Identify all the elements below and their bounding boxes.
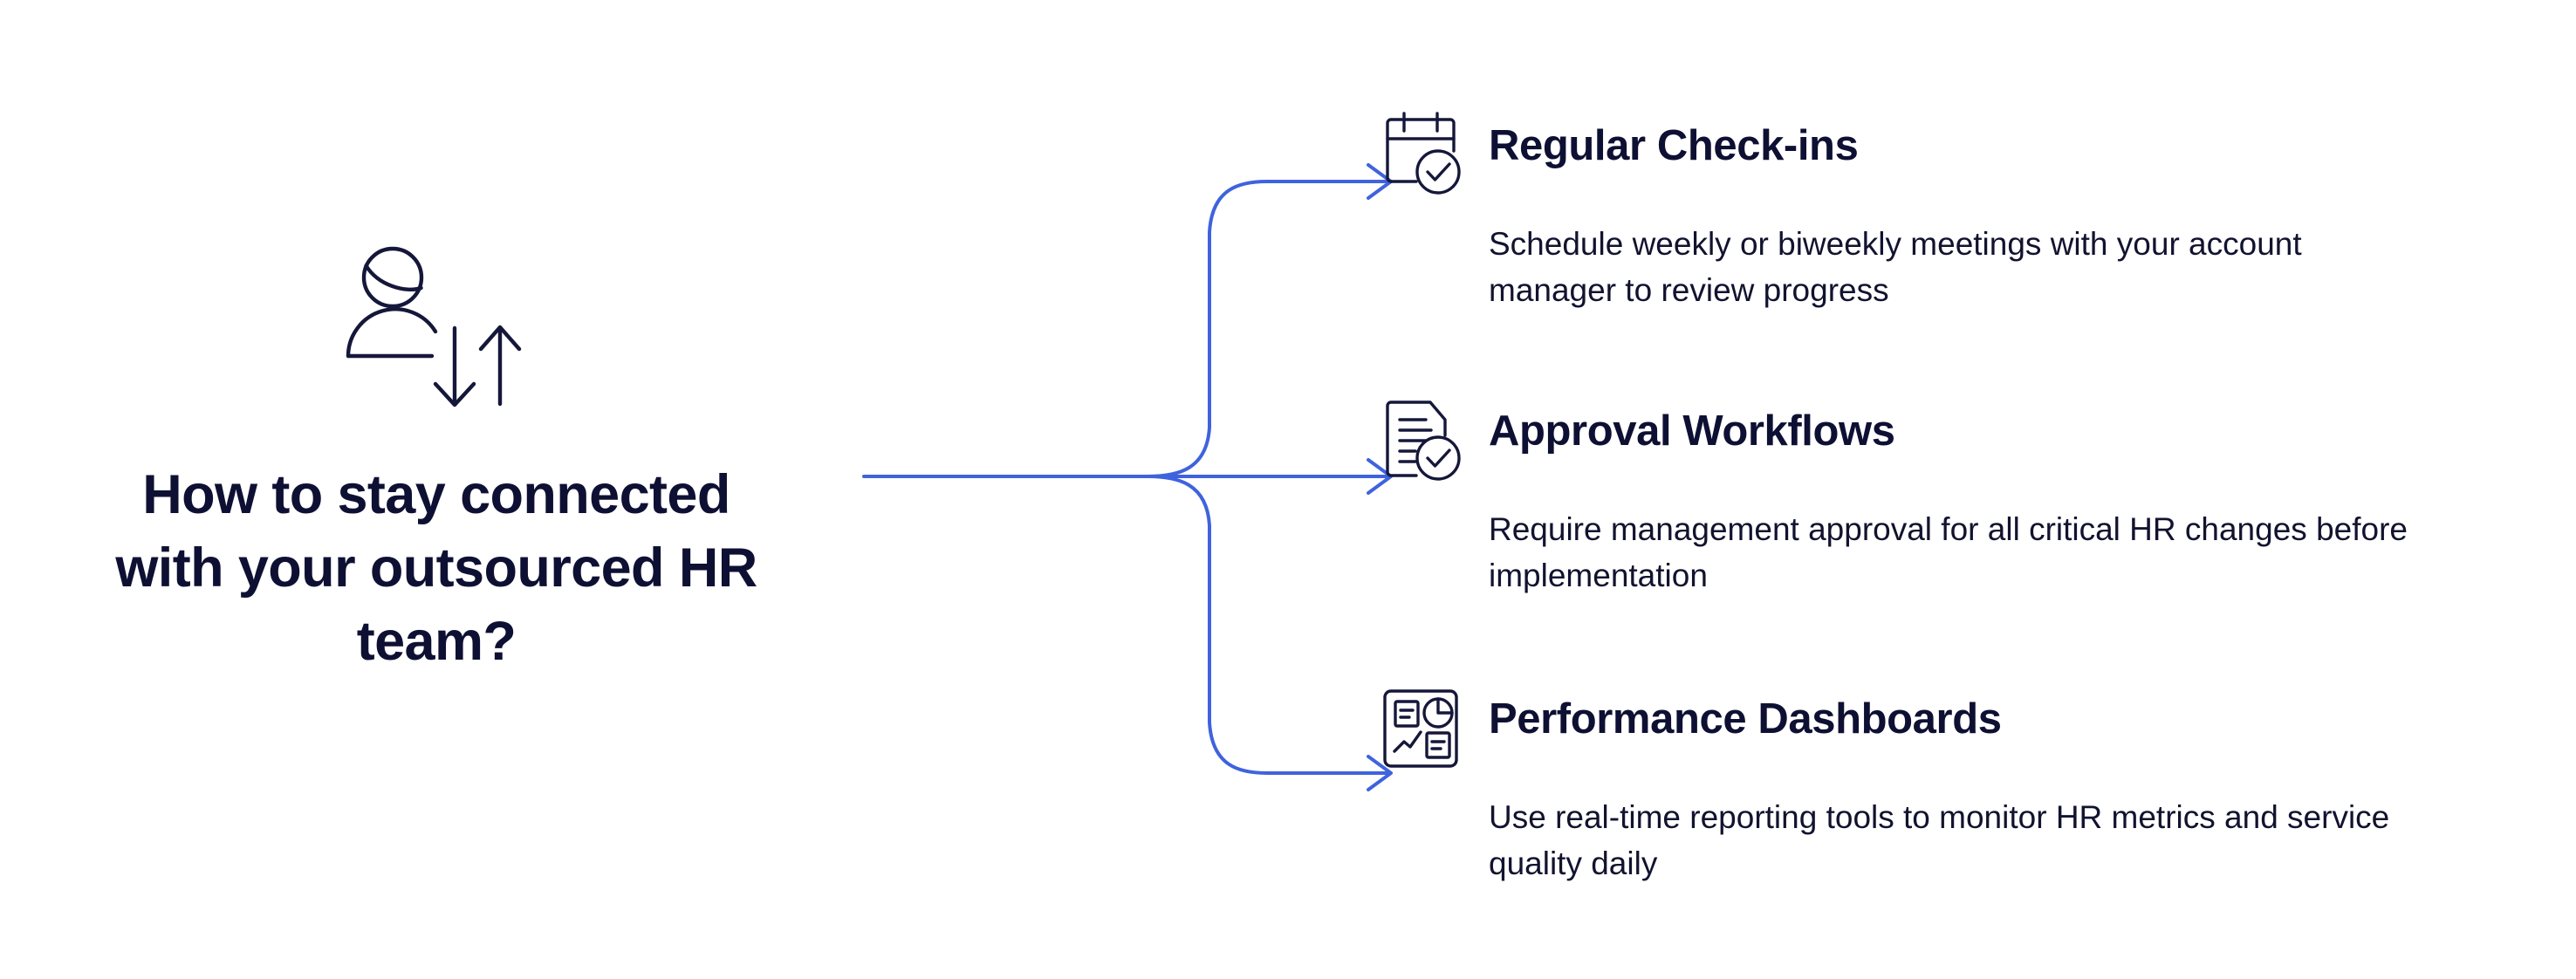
- dashboard-analytics-icon: [1383, 689, 1458, 768]
- item-title: Performance Dashboards: [1489, 695, 2002, 743]
- item-description: Require management approval for all crit…: [1489, 511, 2408, 593]
- item-header: Performance Dashboards: [1377, 688, 2511, 772]
- item-header: Regular Check-ins: [1377, 112, 2511, 199]
- root-node: How to stay connected with your outsourc…: [105, 244, 768, 678]
- arrowhead-down: [1367, 755, 1393, 791]
- item-title: Regular Check-ins: [1489, 122, 1859, 169]
- list-item: Approval Workflows Require management ap…: [1377, 400, 2511, 599]
- item-description: Schedule weekly or biweekly meetings wit…: [1489, 226, 2302, 308]
- branching-arrow-connectors: [862, 163, 1393, 791]
- item-header: Approval Workflows: [1377, 400, 2511, 484]
- connector-branch-down: [1146, 475, 1389, 775]
- connector-branch-up: [1146, 180, 1389, 478]
- page-title: How to stay connected with your outsourc…: [115, 464, 757, 672]
- list-item: Regular Check-ins Schedule weekly or biw…: [1377, 112, 2511, 313]
- document-approval-check-icon: [1386, 400, 1461, 481]
- list-item: Performance Dashboards Use real-time rep…: [1377, 688, 2511, 887]
- user-exchange-icon: [346, 246, 522, 407]
- item-description: Use real-time reporting tools to monitor…: [1489, 799, 2390, 881]
- item-title: Approval Workflows: [1489, 407, 1895, 455]
- calendar-check-icon: [1386, 112, 1461, 195]
